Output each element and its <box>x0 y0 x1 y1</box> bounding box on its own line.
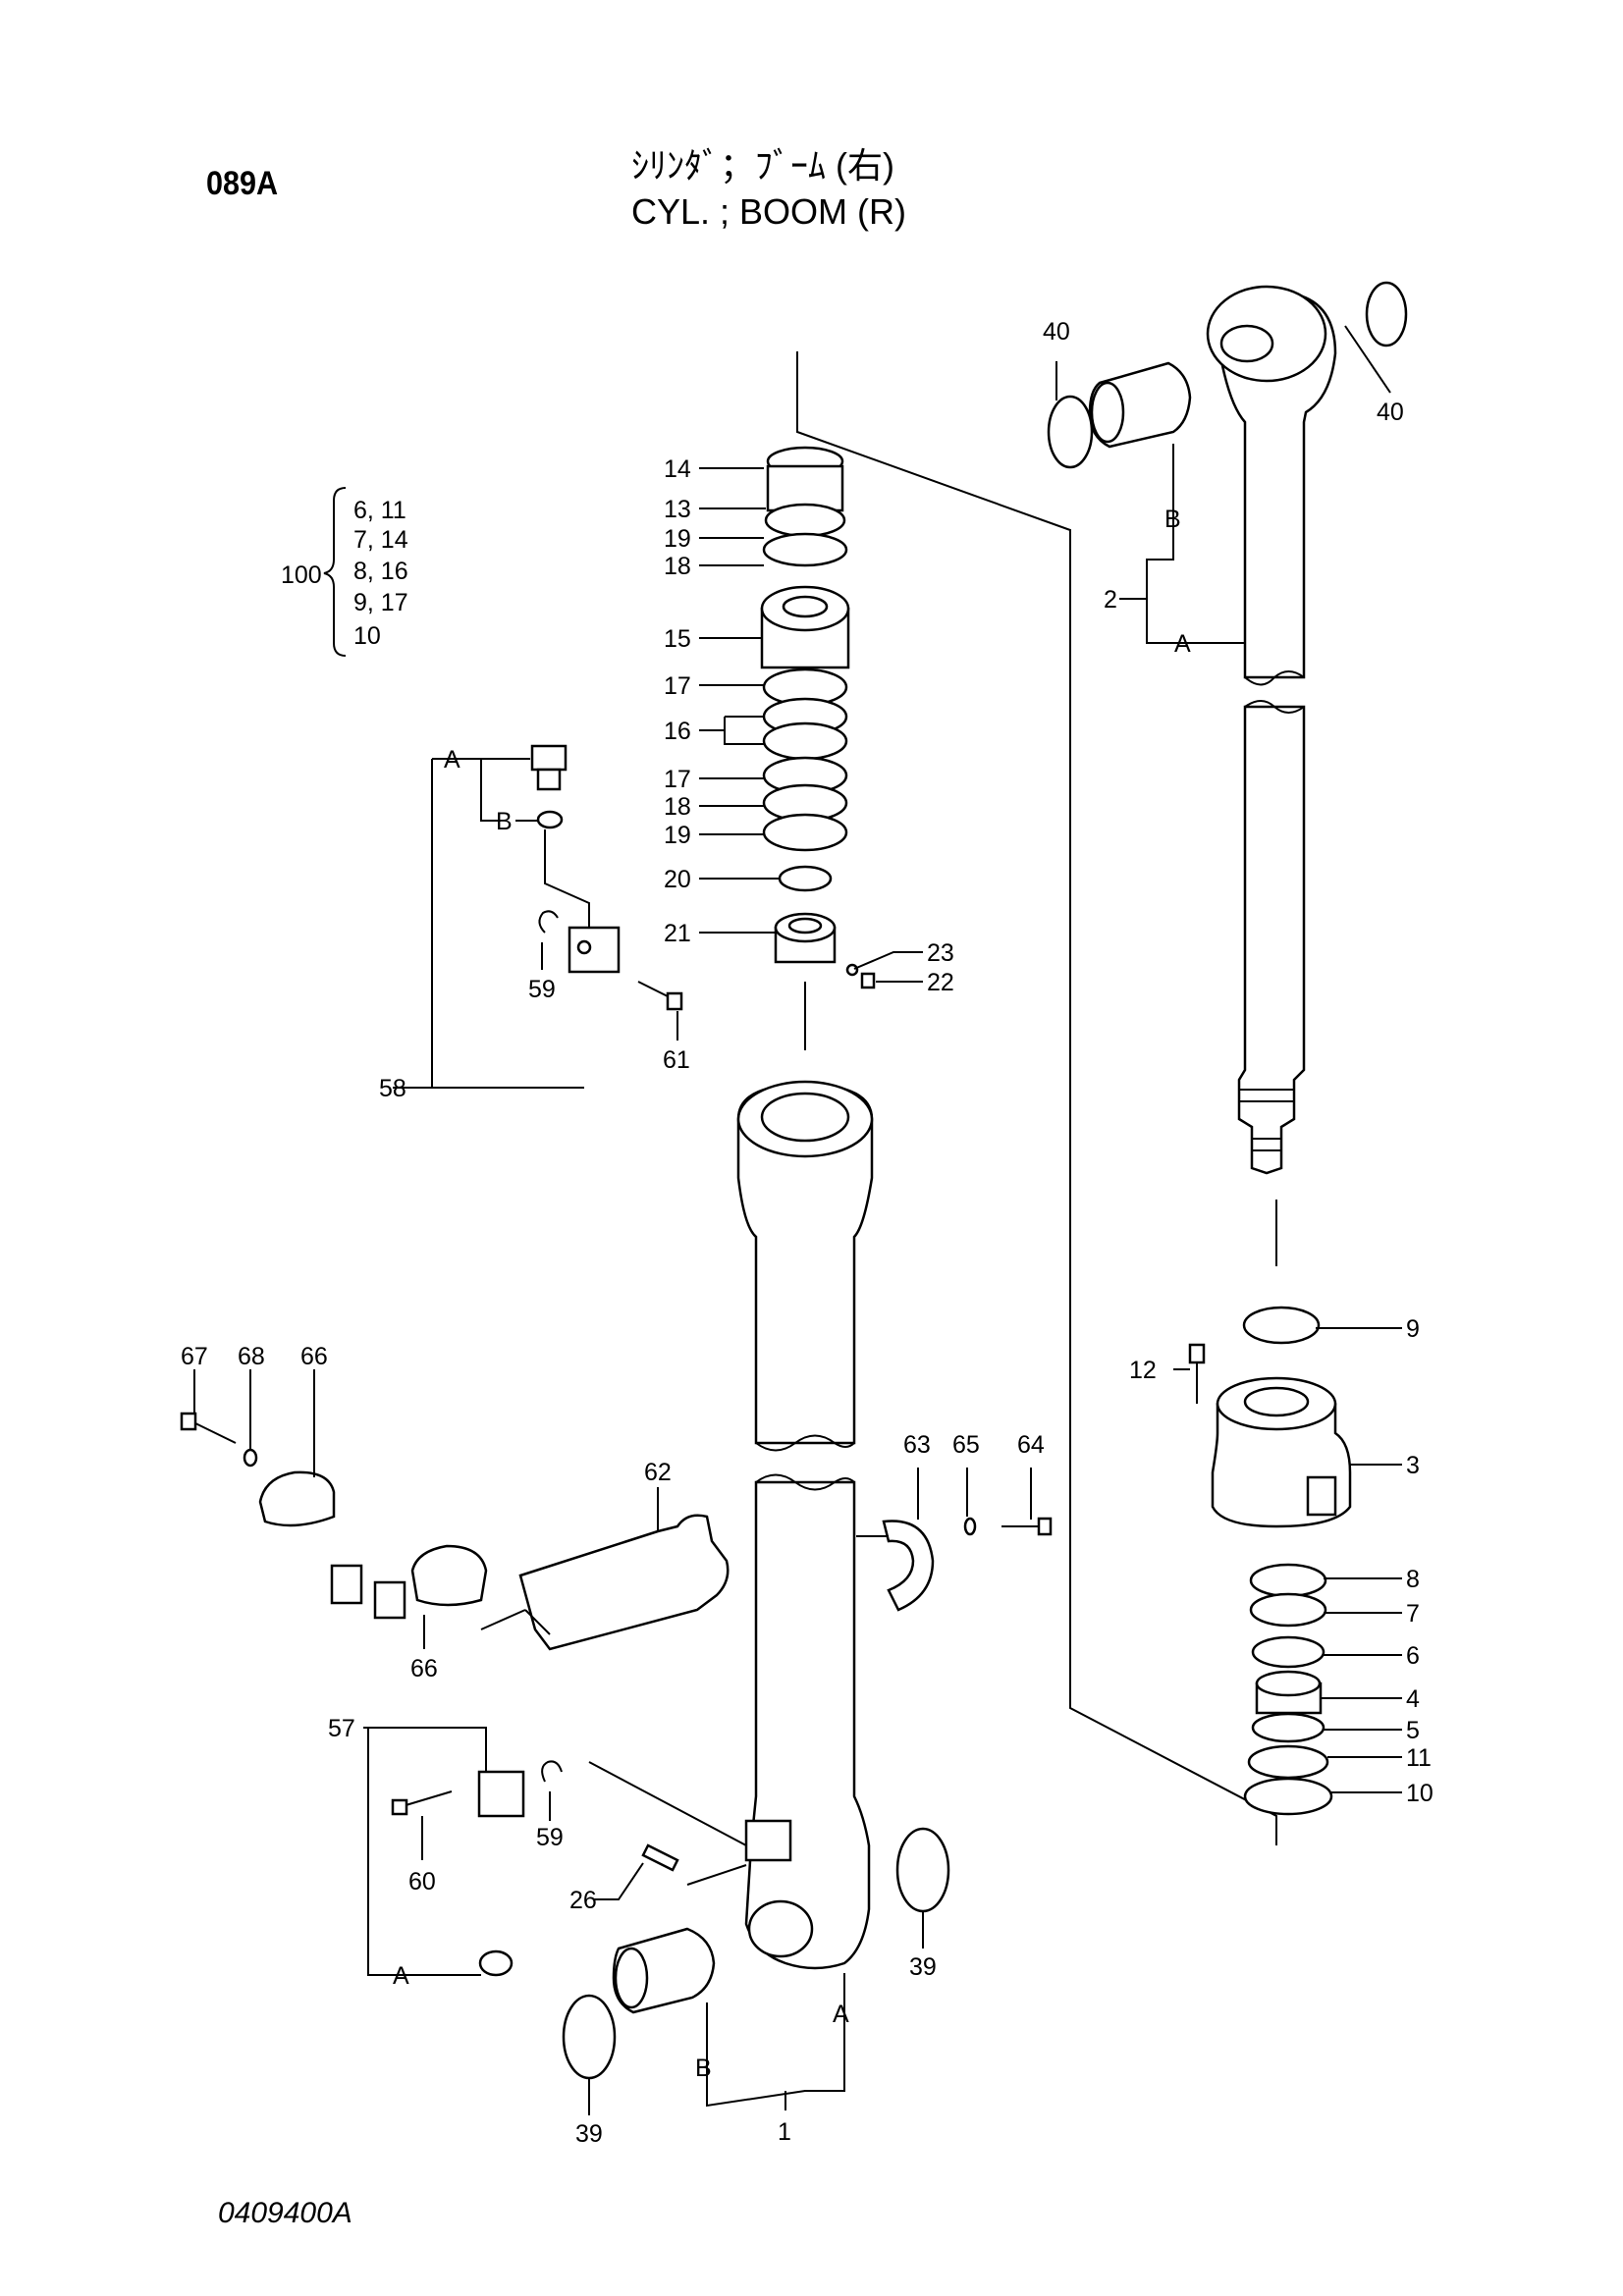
kit-row: 10 <box>353 622 381 650</box>
pipe-58 <box>330 926 621 1605</box>
callout-18: 18 <box>664 553 691 580</box>
callout-9: 9 <box>1406 1315 1420 1343</box>
clamp-63 <box>882 1520 935 1612</box>
page-code: 089A <box>206 165 279 202</box>
callout-58: 58 <box>379 1075 406 1102</box>
callout-3: 3 <box>1406 1452 1420 1479</box>
callout-59: 59 <box>528 976 556 1003</box>
kit-number: 100 <box>281 561 322 589</box>
kit-row: 8, 16 <box>353 558 408 585</box>
callout-19: 19 <box>664 822 691 849</box>
title-english: CYL. ; BOOM (R) <box>631 191 907 232</box>
label-b-pipe58: B <box>496 808 513 835</box>
callout-22: 22 <box>927 969 954 996</box>
callout-12: 12 <box>1129 1357 1157 1384</box>
bolt-61 <box>637 981 683 1011</box>
kit-row: 9, 17 <box>353 589 408 616</box>
callout-59: 59 <box>536 1824 564 1851</box>
label-b-tube: B <box>695 2055 712 2082</box>
assembly-guide-line <box>796 351 1277 1845</box>
callout-21: 21 <box>664 920 691 947</box>
callout-16: 16 <box>664 718 691 745</box>
grease-fitting <box>641 1843 679 1872</box>
seal-ring-39 <box>895 1827 950 1913</box>
callout-60: 60 <box>408 1868 436 1896</box>
callout-66: 66 <box>410 1655 438 1682</box>
bolt-67 <box>180 1412 237 1444</box>
callout-15: 15 <box>664 625 691 653</box>
callout-4: 4 <box>1406 1685 1420 1713</box>
callout-labels: 14 13 19 18 15 17 16 17 18 19 20 21 23 2… <box>181 318 1434 2148</box>
seal-ring-39 <box>562 1994 617 2080</box>
callout-62: 62 <box>644 1459 672 1486</box>
clamp-66 <box>410 1544 488 1607</box>
bolt-12 <box>1188 1343 1206 1404</box>
callout-40: 40 <box>1377 399 1404 426</box>
packing-9 <box>1242 1306 1321 1345</box>
piston-rod <box>1206 285 1337 1175</box>
kit-100-group: 100 6, 11 7, 14 8, 16 9, 17 10 <box>281 487 408 657</box>
clamp-66 <box>258 1470 336 1527</box>
o-ring-59 <box>541 1760 563 1783</box>
callout-64: 64 <box>1017 1431 1045 1459</box>
callout-17: 17 <box>664 672 691 700</box>
callout-14: 14 <box>664 455 691 483</box>
callout-26: 26 <box>569 1887 597 1914</box>
title-japanese: ｼﾘﾝﾀﾞ；ﾌﾞｰﾑ (右) <box>631 145 894 186</box>
callout-61: 61 <box>663 1046 690 1074</box>
cylinder-head <box>1211 1376 1352 1528</box>
label-a-pipe58: A <box>444 746 460 774</box>
callout-6: 6 <box>1406 1642 1420 1670</box>
o-ring-59 <box>538 910 559 934</box>
callout-10: 10 <box>1406 1780 1434 1807</box>
callout-68: 68 <box>238 1343 265 1370</box>
callout-8: 8 <box>1406 1566 1420 1593</box>
piston-stack <box>760 446 876 989</box>
head-seal-stack <box>1243 1563 1333 1816</box>
callout-67: 67 <box>181 1343 208 1370</box>
plug-a-57 <box>478 1949 514 1977</box>
callout-19: 19 <box>664 525 691 553</box>
label-b-rod: B <box>1164 506 1181 533</box>
rod-bushing <box>1088 361 1192 449</box>
callout-18: 18 <box>664 793 691 821</box>
washer-65 <box>963 1517 977 1536</box>
cylinder-tube <box>736 1080 874 1970</box>
callout-17: 17 <box>664 766 691 793</box>
callout-20: 20 <box>664 866 691 893</box>
o-ring-b <box>536 810 564 829</box>
callout-5: 5 <box>1406 1717 1420 1744</box>
callout-1: 1 <box>778 2118 791 2146</box>
washer-68 <box>243 1448 258 1468</box>
pipe-57 <box>373 1474 525 1818</box>
label-a-tube: A <box>833 2001 849 2028</box>
seal-ring-40 <box>1047 395 1094 469</box>
callout-39: 39 <box>575 2120 603 2148</box>
label-a-pipe57: A <box>393 1962 409 1990</box>
callout-11: 11 <box>1406 1744 1432 1772</box>
callout-65: 65 <box>952 1431 980 1459</box>
plug-a <box>530 744 568 791</box>
callout-57: 57 <box>328 1715 355 1742</box>
leader-lines <box>193 325 1402 2115</box>
callout-66: 66 <box>300 1343 328 1370</box>
bolt-64 <box>1001 1517 1053 1536</box>
callout-40: 40 <box>1043 318 1070 346</box>
callout-39: 39 <box>909 1953 937 1981</box>
callout-63: 63 <box>903 1431 931 1459</box>
document-number: 0409400A <box>218 2197 352 2229</box>
callout-23: 23 <box>927 939 954 967</box>
tube-bushing <box>612 1927 716 2014</box>
bracket-62 <box>518 1514 730 1651</box>
label-a-rod: A <box>1174 630 1191 658</box>
bolt-60 <box>391 1790 453 1816</box>
callout-2: 2 <box>1104 586 1117 614</box>
callout-13: 13 <box>664 496 691 523</box>
kit-row: 7, 14 <box>353 526 408 554</box>
seal-ring-40 <box>1365 281 1408 347</box>
kit-row: 6, 11 <box>353 497 406 524</box>
callout-7: 7 <box>1406 1600 1420 1628</box>
